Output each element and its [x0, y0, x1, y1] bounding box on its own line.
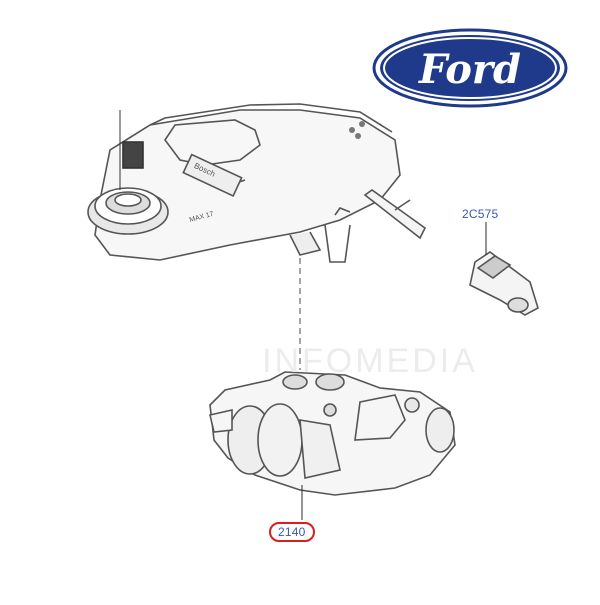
part-label-2c575[interactable]: 2C575: [462, 207, 499, 221]
part-label-2140[interactable]: 2140: [269, 522, 315, 542]
brake-fluid-reservoir: Bosch MAX 17: [87, 103, 401, 263]
ford-logo: Ford: [372, 28, 568, 108]
infomedia-watermark: INFOMEDIA: [262, 342, 478, 380]
brake-master-cylinder: [209, 371, 456, 520]
fluid-level-sensor: [363, 189, 539, 316]
ford-logo-text: Ford: [418, 46, 521, 93]
